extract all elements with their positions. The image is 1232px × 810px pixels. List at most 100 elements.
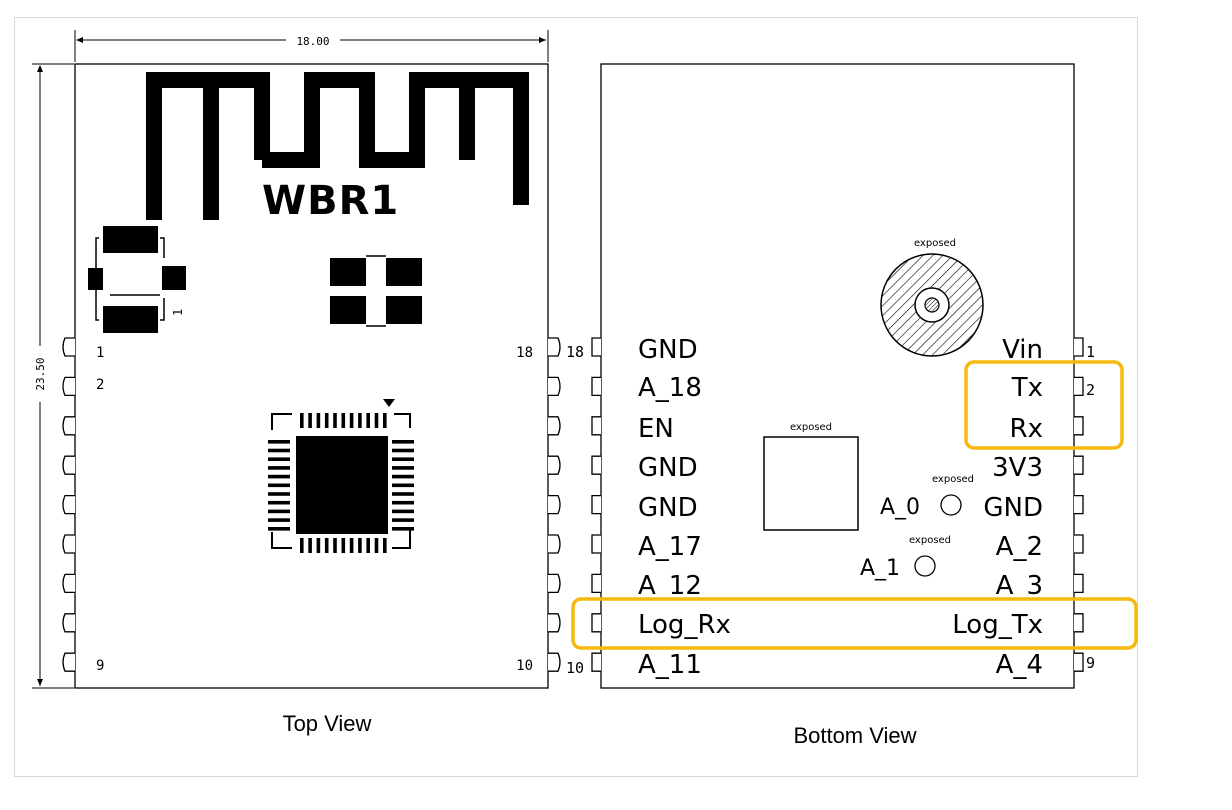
qfn-pin (392, 527, 414, 531)
qfn-chip (268, 399, 414, 553)
exposed-round-pad: exposed (880, 238, 984, 357)
castellated-pad (62, 573, 75, 594)
qfn-pin (383, 413, 387, 428)
exposed-square-pad: exposed (763, 422, 859, 531)
castellated-pad (1074, 494, 1084, 515)
component-pin1-mark: 1 (171, 309, 185, 316)
qfn-pin (316, 538, 321, 553)
left-pin-label: A_12 (638, 571, 702, 601)
castellated-pad (1074, 613, 1084, 633)
qfn-pin (341, 413, 346, 428)
castellated-pad (62, 416, 75, 436)
right-pin-labels: Vin Tx Rx 3V3 GND A_2 A_3 Log_Tx A_4 (952, 335, 1043, 680)
qfn-pin (268, 509, 290, 514)
exposed-label-round: exposed (914, 238, 956, 249)
qfn-pin (268, 448, 290, 453)
left-pin-label: Log_Rx (638, 610, 731, 640)
castellated-pad (62, 376, 75, 397)
bottom-pin-number-10: 10 (566, 659, 584, 677)
pad-label-a0: A_0 (880, 495, 920, 520)
qfn-pin (392, 448, 414, 453)
castellated-pad (1074, 455, 1084, 475)
right-pin-label: 3V3 (992, 453, 1043, 483)
qfn-pin (392, 500, 414, 505)
left-pin-label: EN (638, 414, 674, 444)
button-component: 1 (88, 226, 186, 333)
qfn-pin (268, 518, 290, 522)
castellated-pad (591, 455, 601, 475)
pad-label-a1: A_1 (860, 556, 900, 581)
exposed-label-square: exposed (790, 422, 832, 433)
castellated-pad (591, 613, 601, 633)
qfn-pin (392, 509, 414, 514)
module-label: WBR1 (262, 178, 399, 224)
qfn-pin (333, 413, 337, 428)
exposed-label-a0: exposed (932, 474, 974, 485)
qfn-pin (324, 413, 329, 428)
castellated-pad (62, 652, 75, 672)
right-pin-label: Rx (1010, 414, 1043, 444)
bottom-board-outline (600, 63, 1075, 689)
castellated-pad (62, 534, 75, 554)
uart-highlight-box (964, 360, 1124, 450)
left-pin-label: A_11 (638, 650, 702, 680)
castellated-pad (591, 573, 601, 594)
castellated-pad (548, 573, 561, 594)
castellated-pad (591, 494, 601, 515)
exposed-label-a1: exposed (909, 535, 951, 546)
castellated-pad (591, 652, 601, 672)
bottom-view-caption: Bottom View (793, 723, 916, 748)
castellated-pad (62, 455, 75, 475)
bottom-view: exposed exposed exposed A_0 exposed A_1 … (566, 63, 1138, 748)
qfn-pin (392, 483, 414, 488)
height-dimension: 23.50 (32, 63, 74, 689)
figure-frame (14, 17, 1138, 777)
left-pin-label: A_18 (638, 373, 702, 403)
qfn-pin (333, 538, 337, 553)
qfn-pin (358, 538, 362, 553)
qfn-pin (268, 483, 290, 488)
bottom-pin-number-9: 9 (1086, 654, 1095, 672)
bottom-right-castellations (1074, 337, 1084, 672)
bottom-pin-number-2: 2 (1086, 381, 1095, 399)
qfn-pin (324, 538, 329, 553)
top-pin-label-9: 9 (96, 658, 104, 674)
test-pad-a1: exposed A_1 (860, 535, 951, 581)
castellated-pad (591, 416, 601, 436)
castellated-pad (1074, 652, 1084, 672)
castellated-pad (1074, 337, 1084, 357)
castellated-pad (1074, 416, 1084, 436)
qfn-pin (268, 440, 290, 444)
qfn-pin (300, 538, 304, 553)
castellated-pad (1074, 376, 1084, 397)
right-pin-label: Vin (1002, 335, 1043, 365)
top-view: 18.00 23.50 WBR1 1 (32, 30, 561, 736)
right-pin-label: A_4 (996, 650, 1043, 680)
qfn-pin (341, 538, 346, 553)
height-dimension-label: 23.50 (34, 357, 47, 390)
qfn-pin (268, 500, 290, 505)
left-pin-label: A_17 (638, 532, 702, 562)
right-pin-label: Tx (1011, 373, 1043, 403)
qfn-pin (392, 474, 414, 479)
qfn-pin (392, 518, 414, 522)
castellated-pad (548, 337, 561, 357)
qfn-pin (268, 527, 290, 531)
qfn-pin (268, 492, 290, 496)
qfn-pin (300, 413, 304, 428)
qfn-pin (268, 457, 290, 461)
castellated-pad (548, 534, 561, 554)
test-pad-a0: exposed A_0 (880, 474, 974, 520)
top-pin-label-10: 10 (516, 658, 533, 674)
width-dimension-label: 18.00 (296, 35, 329, 48)
top-pin-label-18: 18 (516, 345, 533, 361)
top-pin-label-1: 1 (96, 345, 104, 361)
right-pin-label: Log_Tx (952, 610, 1043, 640)
bottom-left-castellations (591, 337, 601, 672)
qfn-pin (392, 457, 414, 461)
qfn-pins-bottom (300, 538, 387, 553)
top-pin-label-2: 2 (96, 377, 104, 393)
bottom-pin-number-18: 18 (566, 343, 584, 361)
width-dimension: 18.00 (74, 30, 549, 62)
